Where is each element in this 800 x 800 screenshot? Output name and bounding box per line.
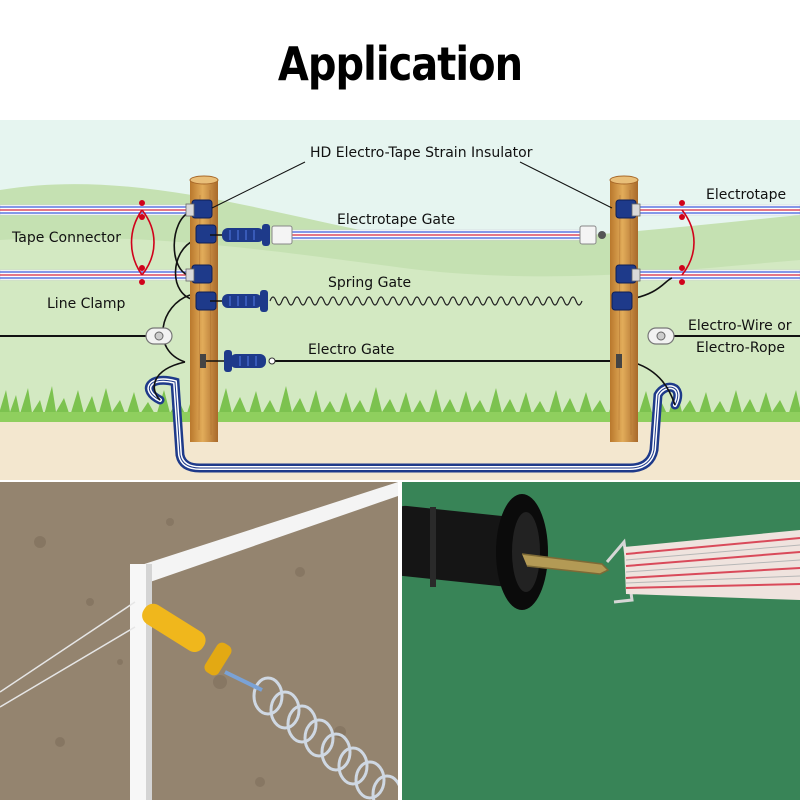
- post-right: [609, 175, 639, 442]
- metal-hook: [521, 553, 610, 575]
- handle-cap-icon: [430, 494, 548, 610]
- white-tape: [132, 482, 398, 582]
- grass-strip: [0, 412, 800, 422]
- electro-gate-handle-icon: [200, 350, 622, 372]
- electrotape-right-middle: [634, 269, 800, 281]
- electrotape-right-top: [634, 204, 800, 216]
- tape-clips: [185, 203, 641, 282]
- pointer-line-right: [519, 161, 613, 209]
- label-electro-wire-line1: Electro-Wire or: [688, 318, 792, 334]
- yellow-gate-handle-icon: [142, 603, 232, 676]
- electrotape-left-middle: [0, 269, 196, 281]
- electrotape-gate-handle-icon: [210, 224, 606, 246]
- label-electro-gate: Electro Gate: [308, 342, 395, 358]
- grass: [0, 386, 800, 420]
- fence-diagram: HD Electro-Tape Strain Insulator Electro…: [0, 120, 800, 480]
- black-handle: [402, 505, 525, 588]
- photo-tape-handle: [402, 482, 800, 800]
- photo-spring-gate: [0, 482, 398, 800]
- label-strain-insulator: HD Electro-Tape Strain Insulator: [310, 145, 533, 161]
- label-line-clamp: Line Clamp: [47, 296, 126, 312]
- spring-coil-photo: [252, 676, 398, 800]
- electrotape-left-top: [0, 204, 196, 216]
- strain-insulators-right: [611, 199, 637, 311]
- electrotape-gate-tape: [291, 229, 583, 241]
- label-electrotape: Electrotape: [706, 187, 786, 203]
- spring-gate-handle-icon: [210, 290, 268, 312]
- post-left: [189, 175, 219, 442]
- label-electro-wire-line2: Electro-Rope: [696, 340, 785, 356]
- pointer-line-left: [211, 161, 306, 209]
- label-spring-gate: Spring Gate: [328, 275, 411, 291]
- electrotape-roll: [624, 530, 800, 600]
- label-electrotape-gate: Electrotape Gate: [337, 212, 455, 228]
- tape-connector-left: [130, 200, 155, 285]
- label-tape-connector: Tape Connector: [11, 230, 121, 246]
- spring-coil: [269, 296, 583, 306]
- line-clamp-left: [145, 327, 173, 345]
- tape-connector-right: [679, 200, 695, 285]
- line-clamp-right: [647, 327, 675, 345]
- page-title: Application: [277, 38, 523, 92]
